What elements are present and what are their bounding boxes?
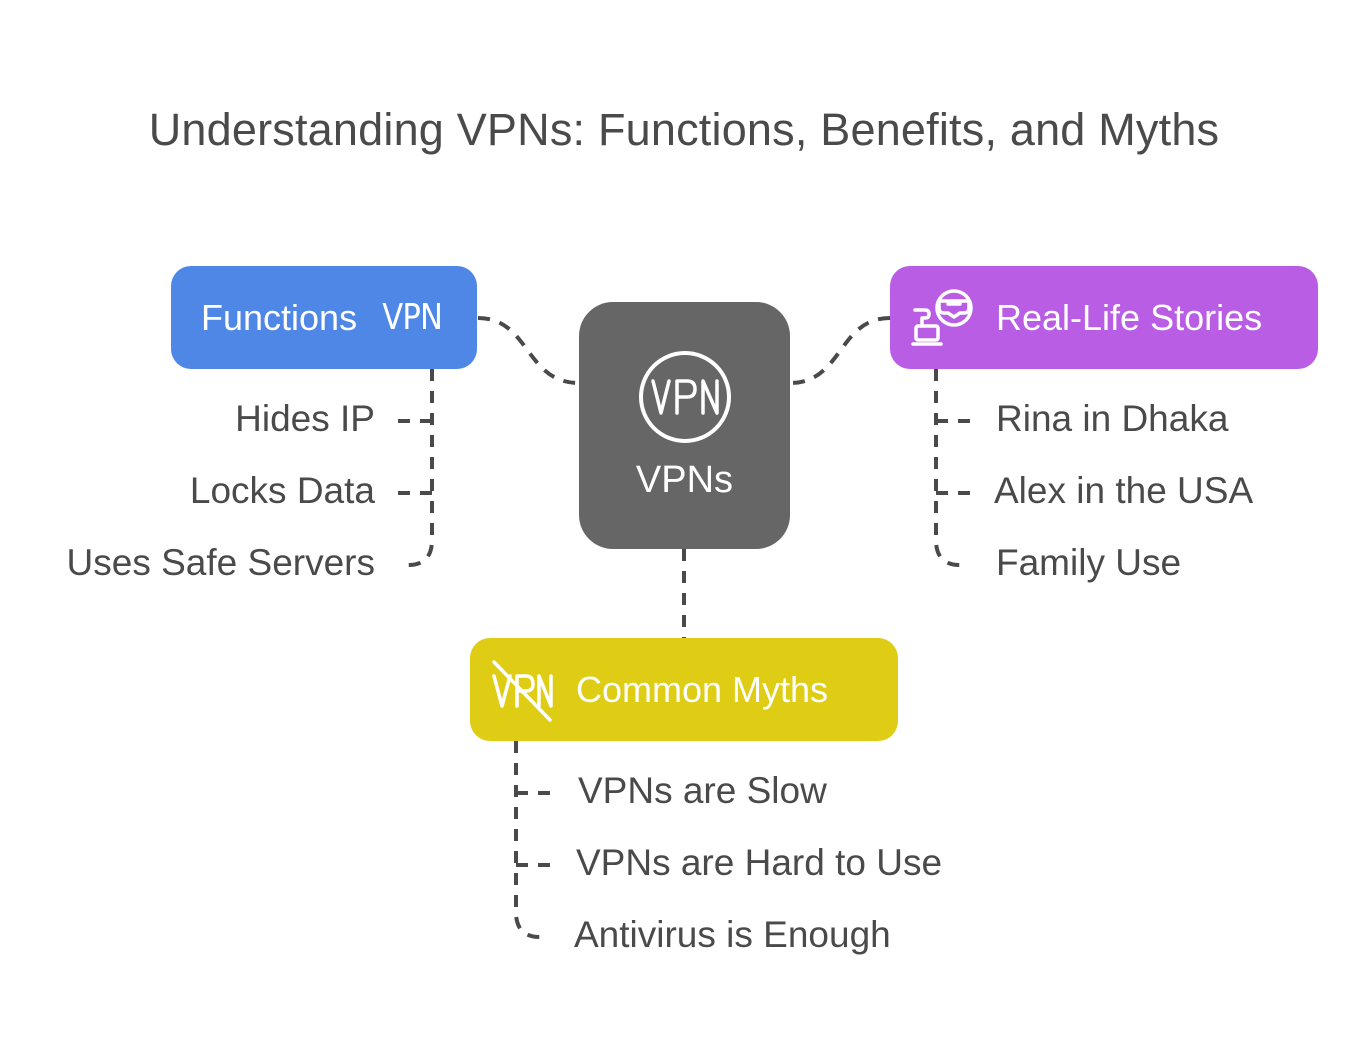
diagram-title: Understanding VPNs: Functions, Benefits,… [148,104,1220,155]
connector-functions-center [477,316,580,385]
leaf-uses-safe-servers: Uses Safe Servers [66,542,375,583]
node-stories-label: Real-Life Stories [996,296,1263,338]
vpn-text-icon: VPN [382,297,443,338]
node-functions-label: Functions [201,296,358,338]
node-center-label: VPNs [635,459,734,501]
node-stories[interactable]: Real-Life Stories [890,266,1318,369]
connector-functions-trunk [407,369,434,567]
leaf-locks-data: Locks Data [189,470,375,511]
leaf-antivirus-is-enough: Antivirus is Enough [574,914,891,955]
vpn-crossed-out-icon [492,659,553,722]
vpn-circle-icon [638,351,731,443]
node-myths[interactable]: Common Myths [470,638,898,741]
node-center-vpns[interactable]: VPNs [579,302,790,549]
vr-headset-laptop-icon [911,288,973,346]
connector-myths-trunk [514,741,541,939]
leaf-vpns-are-slow: VPNs are Slow [578,770,827,811]
node-functions[interactable]: Functions VPN [171,266,477,369]
leaf-alex-in-the-usa: Alex in the USA [994,470,1254,511]
leaf-rina-in-dhaka: Rina in Dhaka [996,398,1229,439]
leaf-family-use: Family Use [996,542,1182,583]
leaf-hides-ip: Hides IP [235,398,375,439]
connector-stories-trunk [934,369,961,567]
node-myths-label: Common Myths [576,668,829,710]
connector-stories-center [789,316,891,385]
leaf-vpns-are-hard-to-use: VPNs are Hard to Use [576,842,943,883]
